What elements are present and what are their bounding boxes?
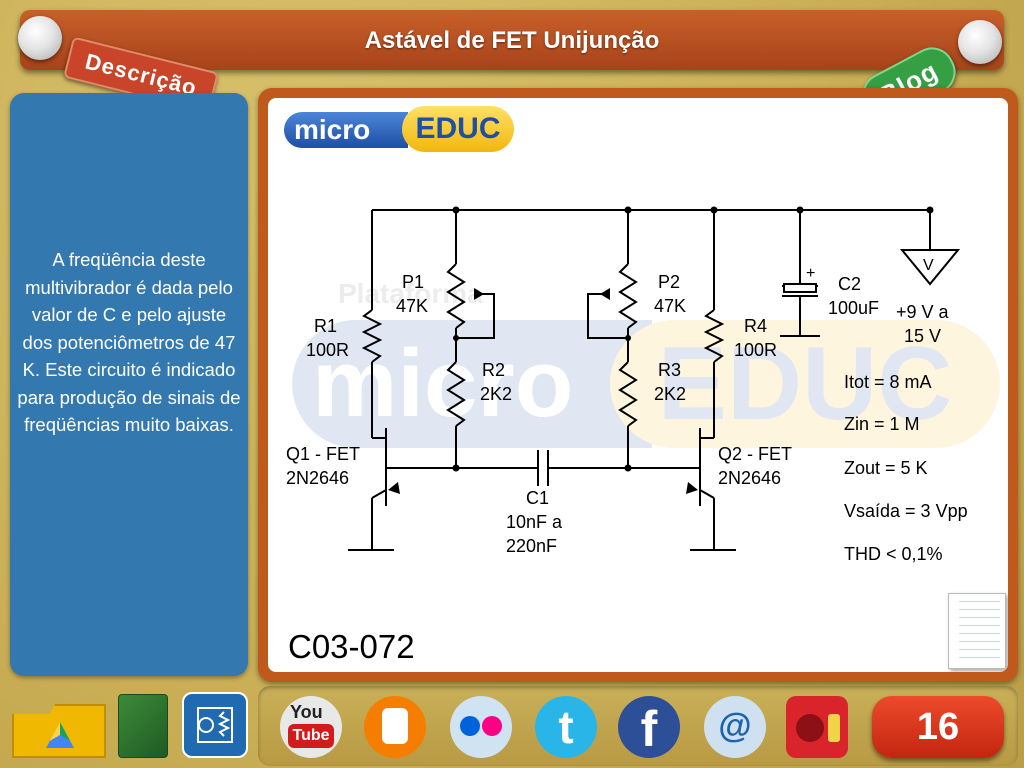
description-text: A freqüência deste multivibrador é dada … [17, 249, 241, 435]
watermark-educ-text: EDUC [610, 320, 1000, 448]
circuit-symbol-icon[interactable] [182, 692, 248, 758]
flickr-icon[interactable] [450, 696, 512, 758]
title-bar: Astável de FET Unijunção [20, 10, 1004, 70]
spec-thd: THD < 0,1% [844, 544, 943, 564]
circuit-schematic: R1 100R P1 47K R2 2K2 P2 47K R3 2K2 R4 1… [286, 206, 968, 564]
logo-educ-text: EDUC [402, 106, 514, 152]
r1-name: R1 [314, 316, 337, 336]
q1-name: Q1 - FET [286, 444, 360, 464]
c2-name: C2 [838, 274, 861, 294]
mail-icon[interactable]: @ [704, 696, 766, 758]
watermark-logo: Plataforma micro EDUC [292, 278, 1000, 448]
supply-line1: +9 V a [896, 302, 950, 322]
page-number-badge: 16 [872, 696, 1004, 758]
r1-value: 100R [306, 340, 349, 360]
c2-polarity: + [806, 265, 815, 282]
q1-part: 2N2646 [286, 468, 349, 488]
spec-zin: Zin = 1 M [844, 414, 920, 434]
youtube-you-text: You [290, 702, 323, 722]
r2-value: 2K2 [480, 384, 512, 404]
microeduc-logo: micro EDUC [284, 106, 514, 152]
blogger-icon[interactable] [364, 696, 426, 758]
c1-name: C1 [526, 488, 549, 508]
content-area: Plataforma micro EDUC micro EDUC [268, 98, 1008, 672]
notes-icon[interactable] [948, 593, 1006, 669]
watermark-micro-text: micro [292, 320, 652, 448]
r4-name: R4 [744, 316, 767, 336]
c1-value-line1: 10nF a [506, 512, 563, 532]
c2-value: 100uF [828, 298, 879, 318]
right-knob-icon[interactable] [958, 20, 1002, 64]
supply-line2: 15 V [904, 326, 941, 346]
youtube-tube-text: Tube [288, 724, 334, 748]
spec-itot: Itot = 8 mA [844, 372, 932, 392]
circuit-board-icon[interactable] [118, 694, 168, 758]
c1-value-line2: 220nF [506, 536, 557, 556]
r4-value: 100R [734, 340, 777, 360]
twitter-icon[interactable]: t [535, 696, 597, 758]
page-title: Astável de FET Unijunção [364, 27, 660, 54]
q2-name: Q2 - FET [718, 444, 792, 464]
radio-icon[interactable] [786, 696, 848, 758]
facebook-icon[interactable]: f [618, 696, 680, 758]
p2-value: 47K [654, 296, 686, 316]
logo-micro-text: micro [284, 112, 408, 148]
p1-name: P1 [402, 272, 424, 292]
circuit-code: C03-072 [288, 628, 415, 665]
left-knob-icon[interactable] [18, 16, 62, 60]
r3-value: 2K2 [654, 384, 686, 404]
content-frame: Plataforma micro EDUC micro EDUC [258, 88, 1018, 682]
q2-part: 2N2646 [718, 468, 781, 488]
description-panel: A freqüência deste multivibrador é dada … [10, 93, 248, 676]
youtube-icon[interactable]: You Tube [280, 696, 342, 758]
p2-name: P2 [658, 272, 680, 292]
p1-value: 47K [396, 296, 428, 316]
r2-name: R2 [482, 360, 505, 380]
spec-zout: Zout = 5 K [844, 458, 928, 478]
spec-vsaida: Vsaída = 3 Vpp [844, 501, 968, 521]
watermark-top-text: Plataforma [338, 278, 483, 309]
supply-symbol: V [923, 257, 934, 274]
r3-name: R3 [658, 360, 681, 380]
